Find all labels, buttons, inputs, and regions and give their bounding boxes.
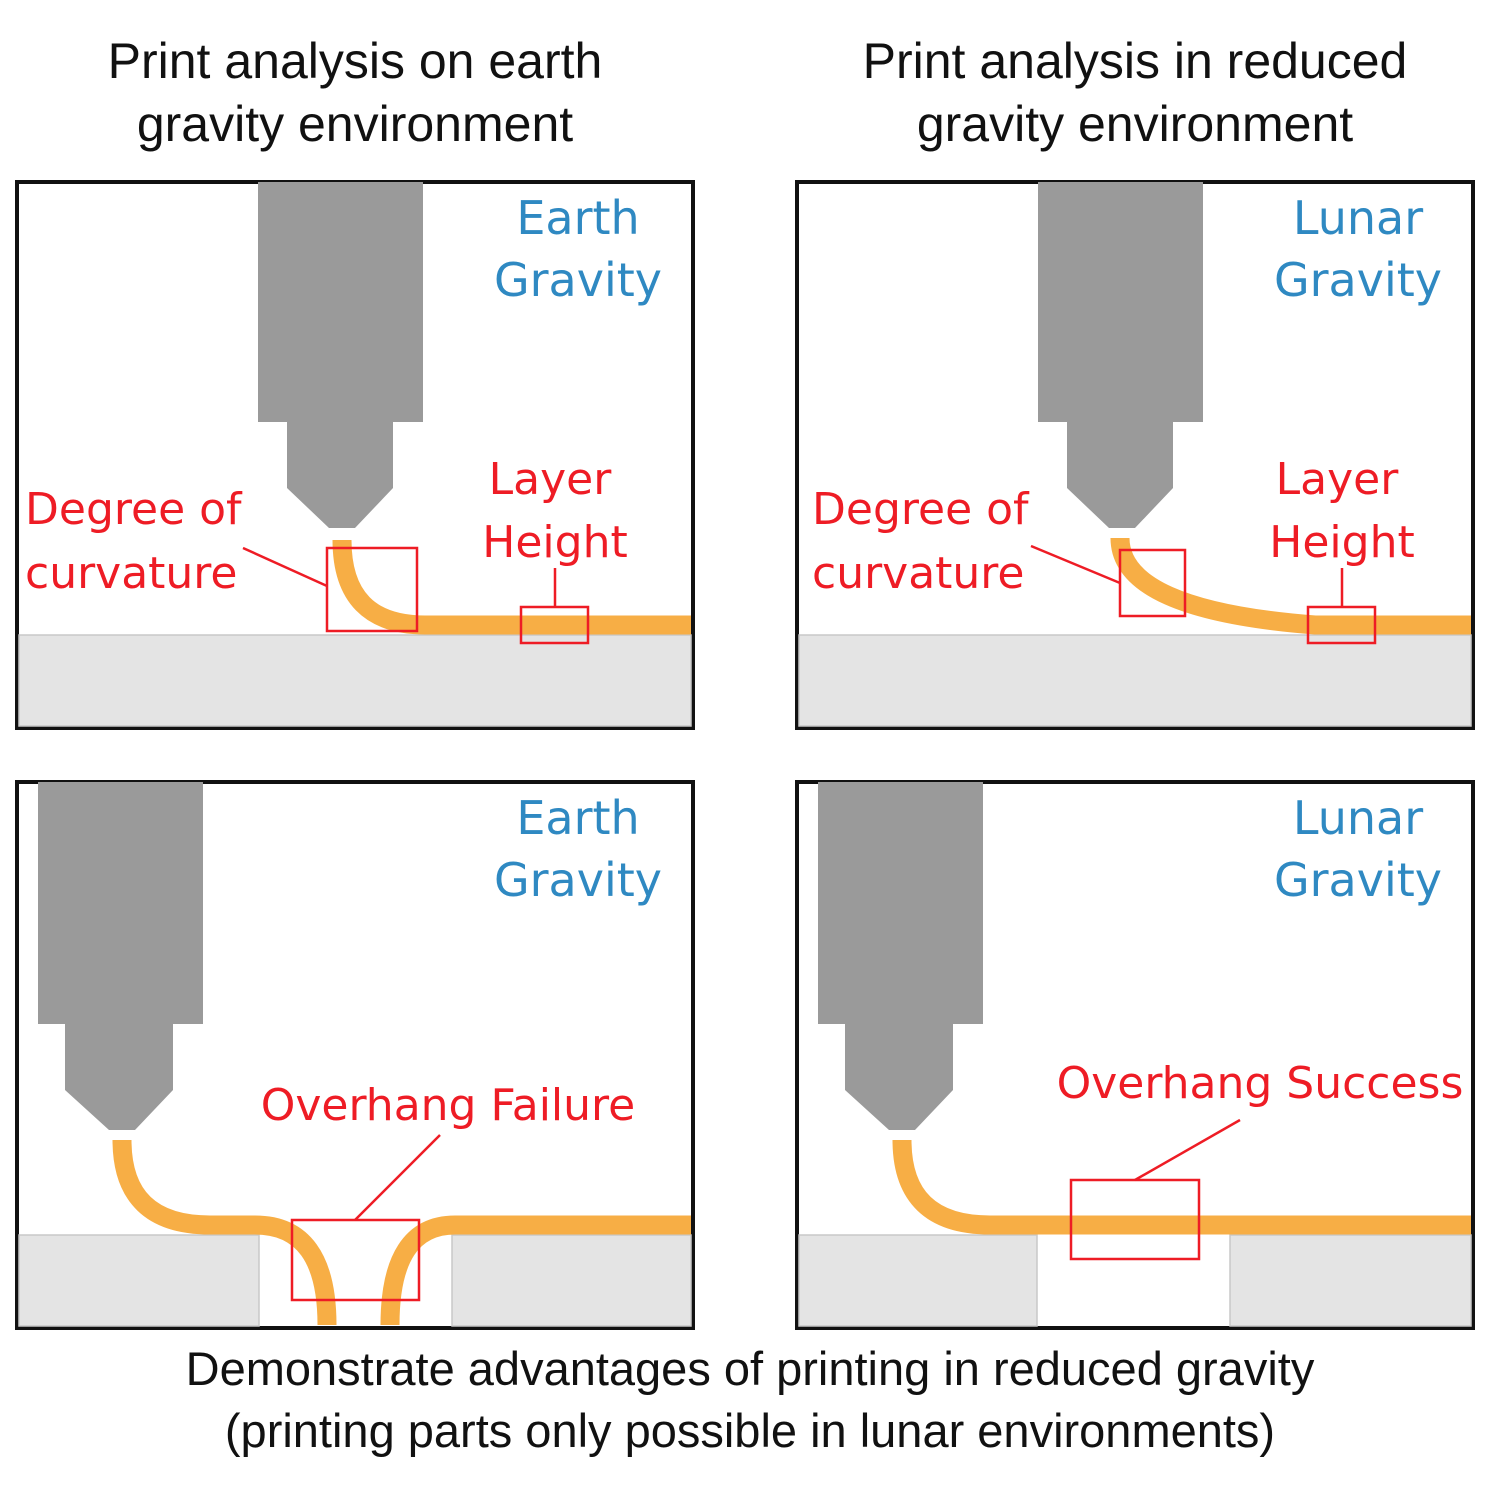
gravity-label-line1: Lunar	[1293, 191, 1423, 245]
overhang-leader	[1134, 1118, 1241, 1182]
curvature-leader	[242, 546, 328, 588]
curvature-label-line2: curvature	[25, 548, 238, 599]
gravity-label-line2: Gravity	[1274, 853, 1442, 907]
panel-lunar-curvature: Lunar Gravity Degree of curvature Layer …	[795, 180, 1475, 730]
panel-earth-overhang: Earth Gravity Overhang Failure	[15, 780, 695, 1330]
column-title-reduced: Print analysis in reduced gravity enviro…	[862, 33, 1408, 152]
filament-sagging-left	[112, 1139, 337, 1326]
curvature-box	[325, 546, 419, 633]
overhang-leader	[354, 1134, 441, 1221]
panel-lunar-overhang: Lunar Gravity Overhang Success	[795, 780, 1475, 1330]
nozzle	[1038, 182, 1203, 528]
filament-line	[892, 1139, 1471, 1235]
footer-caption: Demonstrate advantages of printing in re…	[185, 1342, 1315, 1457]
overhang-label: Overhang Failure	[261, 1080, 635, 1131]
gravity-label-line2: Gravity	[1274, 253, 1442, 307]
curvature-label-line2: curvature	[812, 548, 1025, 599]
print-bed-right	[451, 1234, 692, 1327]
gravity-label-line2: Gravity	[494, 853, 662, 907]
curvature-label-line1: Degree of	[25, 484, 243, 535]
print-bed	[798, 634, 1472, 727]
print-bed-right	[1229, 1234, 1472, 1327]
panel-earth-curvature: Earth Gravity Degree of curvature Layer …	[15, 180, 695, 730]
print-bed-left	[18, 1234, 260, 1327]
nozzle	[38, 782, 203, 1130]
layer-label-line2: Height	[1269, 517, 1414, 568]
gravity-label-line1: Lunar	[1293, 791, 1423, 845]
layer-label-line1: Layer	[489, 454, 613, 505]
gravity-label-line1: Earth	[516, 791, 639, 845]
curvature-label-line1: Degree of	[812, 484, 1030, 535]
nozzle	[258, 182, 423, 528]
filament-line	[1110, 537, 1471, 635]
column-title-earth: Print analysis on earth gravity environm…	[107, 33, 603, 152]
gravity-label-line1: Earth	[516, 191, 639, 245]
print-bed	[18, 634, 692, 727]
overhang-label: Overhang Success	[1057, 1058, 1464, 1109]
layer-label-line2: Height	[482, 517, 627, 568]
curvature-leader	[1030, 544, 1121, 585]
gravity-label-line2: Gravity	[494, 253, 662, 307]
print-bed-left	[798, 1234, 1038, 1327]
layer-label-line1: Layer	[1276, 454, 1400, 505]
nozzle	[818, 782, 983, 1130]
